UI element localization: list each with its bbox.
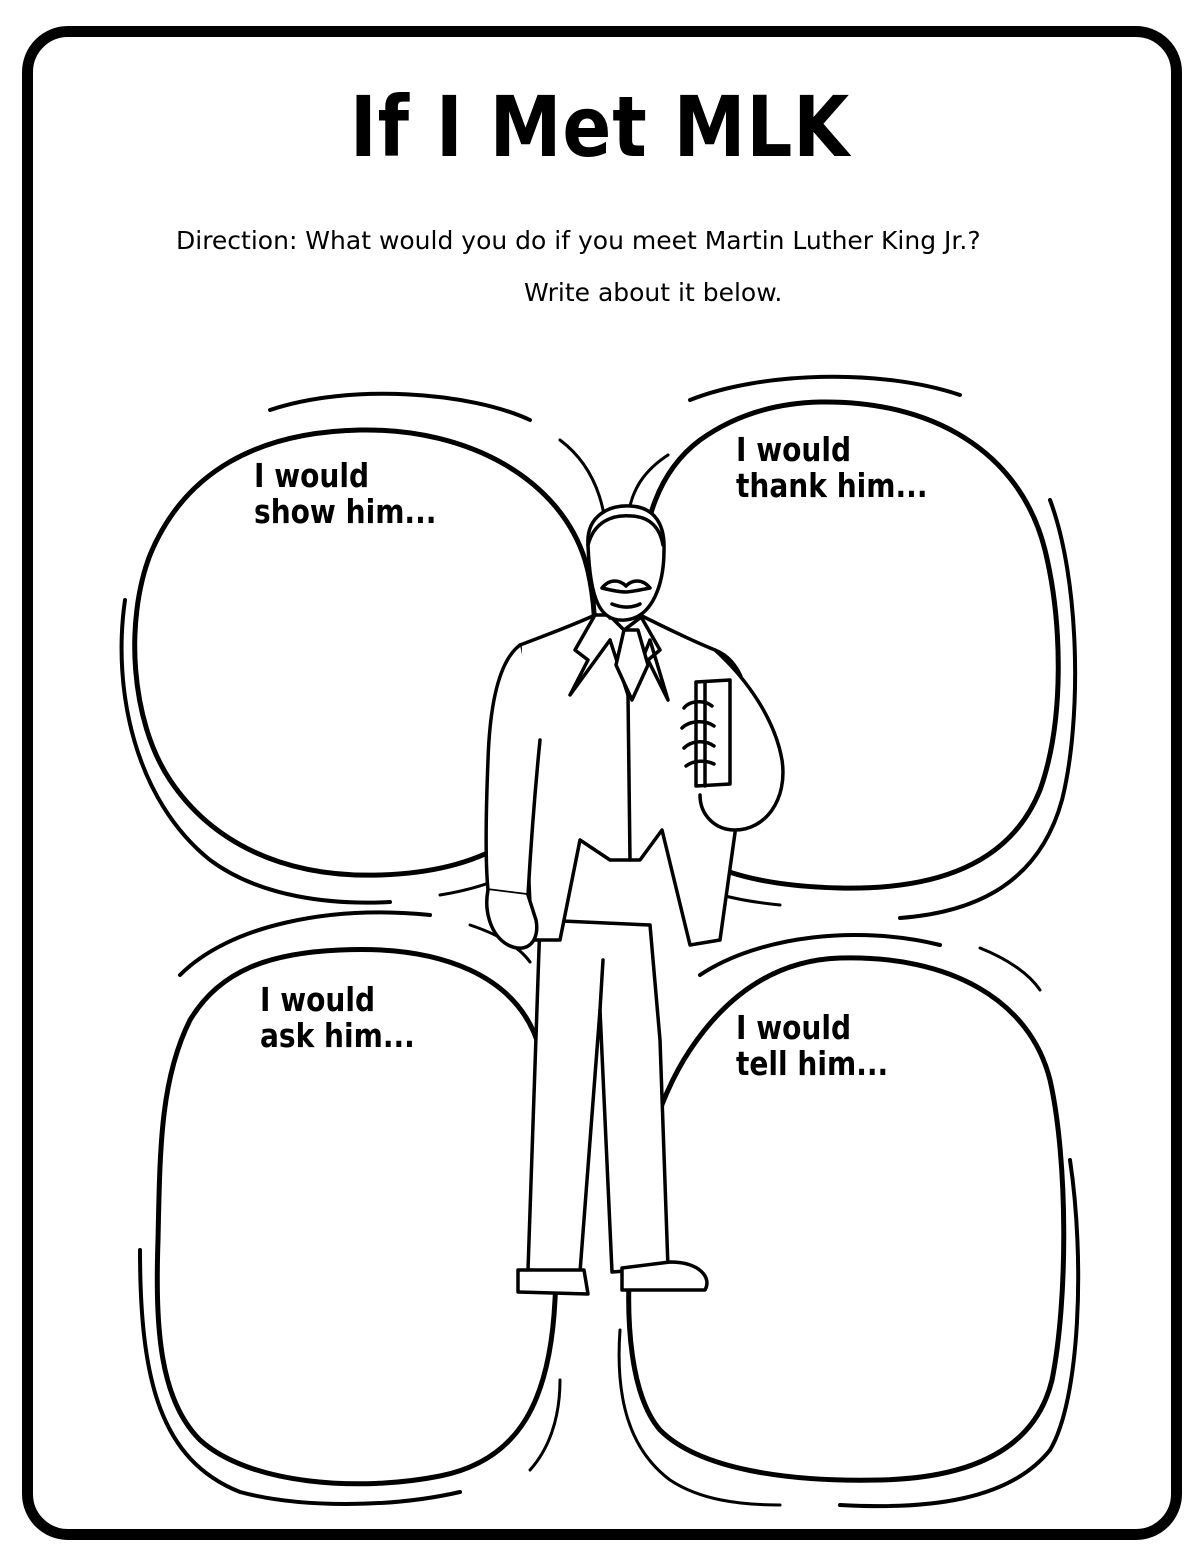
bubble-tell[interactable] xyxy=(617,933,1081,1509)
direction-text: Direction: What would you do if you meet… xyxy=(176,226,981,255)
mlk-figure-illustration xyxy=(484,504,785,1296)
worksheet-title: If I Met MLK xyxy=(349,78,851,176)
prompt-thank: I would thank him... xyxy=(736,430,928,505)
prompt-tell: I would tell him... xyxy=(736,1008,889,1083)
prompt-show: I would show him... xyxy=(254,456,437,531)
prompt-ask: I would ask him... xyxy=(260,980,415,1055)
direction-text-line2: Write about it below. xyxy=(524,278,783,307)
